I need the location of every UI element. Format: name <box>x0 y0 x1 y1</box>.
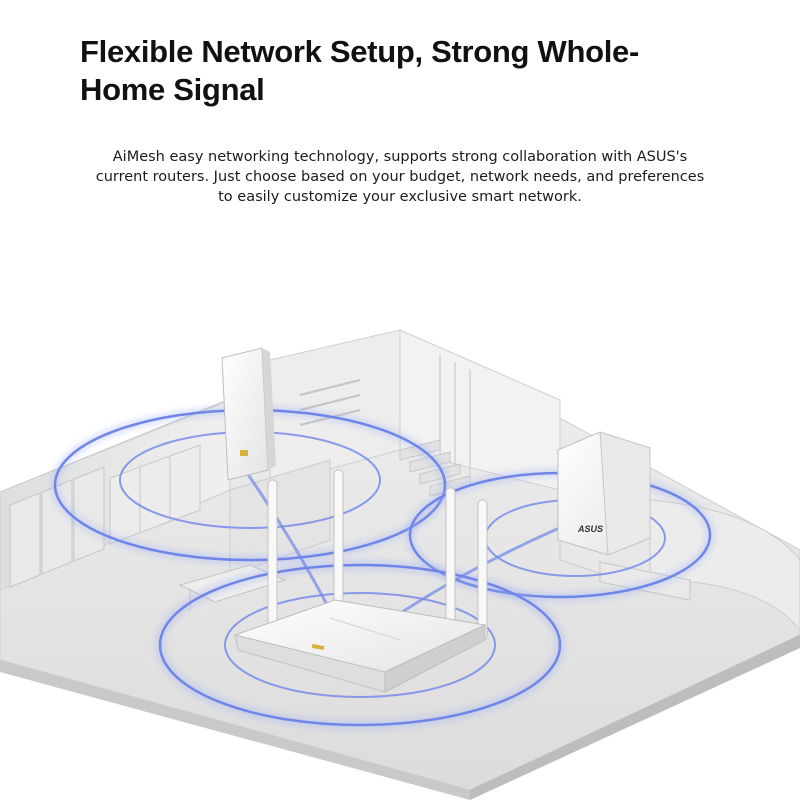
house-slab-edge <box>0 660 470 800</box>
signal-rings <box>50 405 715 730</box>
router-logo <box>311 643 325 651</box>
house-scene-svg: ASUS <box>0 329 800 800</box>
extender-logo <box>240 450 248 456</box>
wardrobe <box>9 466 105 588</box>
aimesh-house-illustration: ASUS <box>0 300 800 800</box>
antenna-1 <box>267 479 278 631</box>
house-slab-edge-right <box>470 635 800 800</box>
kitchen-cabinets <box>109 444 201 545</box>
antenna-3 <box>445 487 456 634</box>
mesh-node-brand: ASUS <box>577 524 603 534</box>
feature-description: AiMesh easy networking technology, suppo… <box>95 149 705 205</box>
antenna-4 <box>477 499 488 641</box>
partition-wall-1 <box>229 459 331 576</box>
right-curved-wall <box>649 499 800 631</box>
mesh-node: ASUS <box>557 431 651 556</box>
main-router <box>233 469 488 693</box>
range-extender <box>221 347 276 481</box>
antenna-2 <box>333 469 344 621</box>
feature-headline: Flexible Network Setup, Strong Whole-Hom… <box>80 34 639 107</box>
